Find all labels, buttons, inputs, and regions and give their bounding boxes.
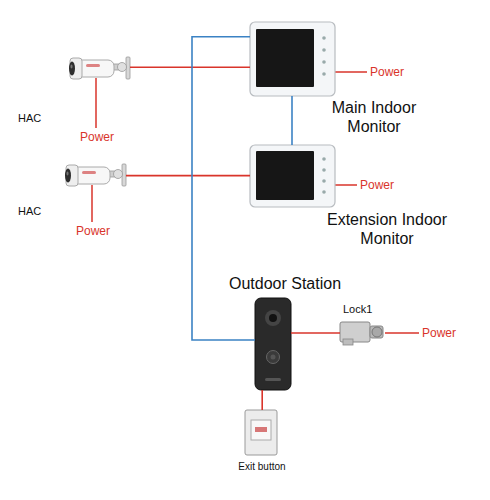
monitor-node: Main Indoor Monitor (250, 22, 335, 96)
camera-icon (65, 164, 126, 186)
power-label: Power (76, 224, 110, 238)
power-label: Power (370, 65, 404, 79)
camera-node: HAC (68, 56, 130, 84)
exit-button-icon (245, 410, 277, 455)
device-label: Lock1 (343, 303, 372, 316)
device-label: Extension Indoor Monitor (302, 210, 472, 248)
power-label: Power (422, 326, 456, 340)
monitor-node: Extension Indoor Monitor (250, 145, 335, 207)
lock-icon (340, 322, 383, 345)
monitor-icon (250, 22, 335, 96)
device-label: Outdoor Station (210, 274, 360, 293)
device-label: Main Indoor Monitor (318, 98, 430, 136)
camera-icon (69, 57, 130, 79)
device-label: HAC (18, 112, 41, 125)
lock-node: Lock1 (340, 318, 385, 346)
cable-connector (291, 332, 340, 334)
cable-connector (192, 37, 255, 340)
device-label: HAC (18, 205, 41, 218)
device-label: Exit button (224, 461, 300, 473)
outdoor-station-icon (255, 298, 291, 390)
power-label: Power (80, 130, 114, 144)
camera-node: HAC (64, 163, 126, 191)
cable-connector (126, 175, 250, 177)
monitor-icon (250, 145, 335, 207)
cable-connector (291, 96, 293, 145)
power-label: Power (360, 178, 394, 192)
cable-connector (130, 66, 250, 68)
exit-button-node: Exit button (245, 410, 277, 455)
outdoor-station-node: Outdoor Station (255, 298, 291, 390)
cable-connector (261, 390, 263, 410)
